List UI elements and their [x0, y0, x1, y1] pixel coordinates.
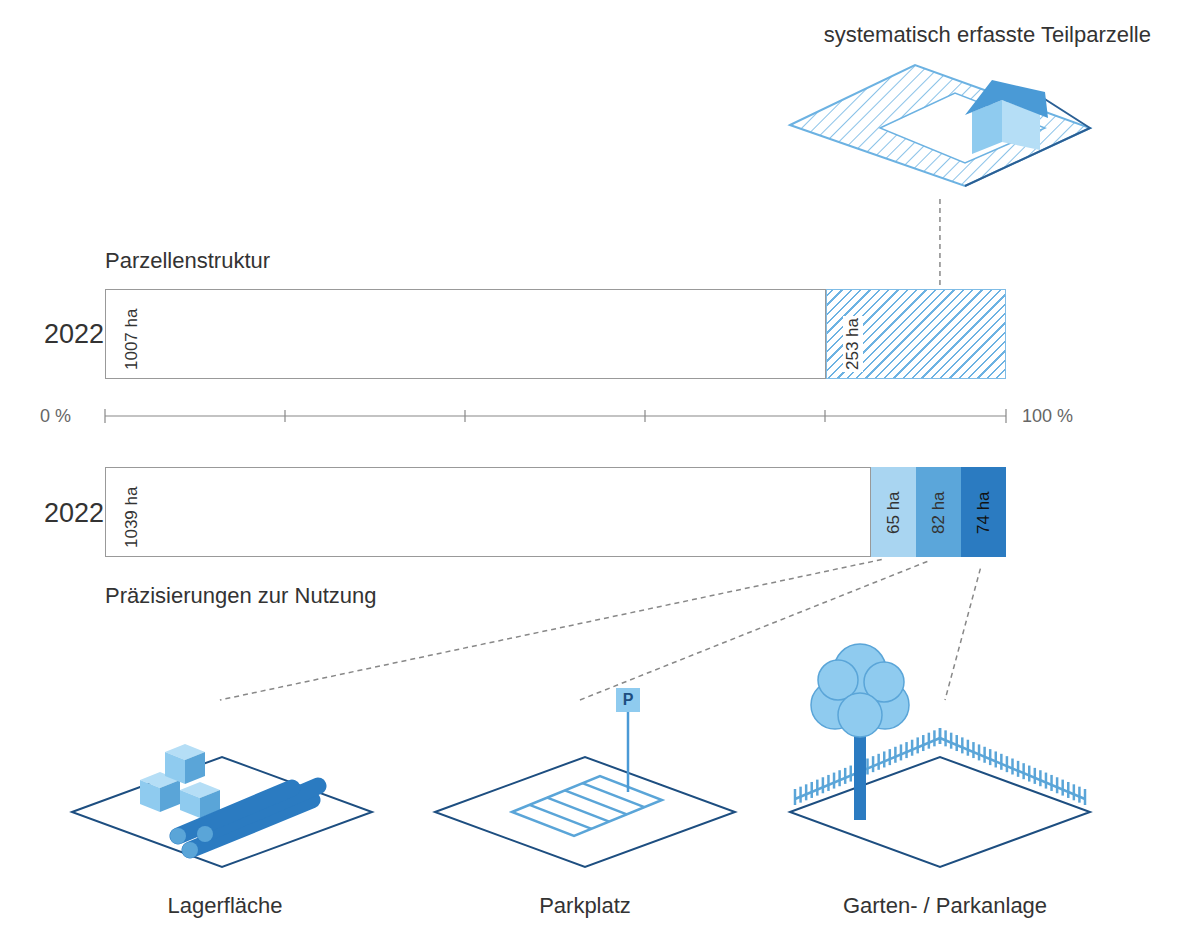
leader-line: [580, 561, 927, 700]
leader-line: [220, 559, 882, 700]
sign-letter: P: [616, 688, 640, 712]
leader-line: [939, 195, 941, 285]
axis-label: 0 %: [40, 405, 71, 428]
parking-icon: [435, 688, 735, 867]
value-label: 1007 ha: [122, 307, 142, 372]
caption-label: Parkplatz: [415, 892, 755, 920]
use-callout: Garten- / Parkanlage: [775, 700, 1115, 930]
axis-label: 100 %: [1022, 405, 1073, 428]
bar-segment: 82 ha: [916, 467, 961, 557]
caption-label: Garten- / Parkanlage: [775, 892, 1115, 920]
bar-segment: 253 ha: [826, 289, 1006, 379]
garden-icon: [790, 644, 1090, 867]
use-callout: Lagerfläche: [55, 700, 395, 930]
bar-heading: Parzellenstruktur: [105, 247, 270, 275]
bar-segment: 74 ha: [961, 467, 1006, 557]
storage-icon: [72, 744, 372, 867]
bar-segment: 65 ha: [871, 467, 916, 557]
value-label: 1039 ha: [122, 485, 142, 550]
use-callout: Parkplatz: [415, 700, 755, 930]
caption-label: systematisch erfasste Teilparzelle: [824, 21, 1151, 49]
bar-segment: 1007 ha: [105, 289, 826, 379]
parcel-callout: systematisch erfasste Teilparzelle: [735, 15, 1155, 195]
year-label: 2022: [44, 317, 104, 351]
parcel-icon: [790, 65, 1090, 186]
value-label: 253 ha: [843, 316, 863, 372]
value-label: 74 ha: [974, 489, 994, 536]
value-label: 65 ha: [884, 489, 904, 536]
year-label: 2022: [44, 496, 104, 530]
caption-label: Lagerfläche: [55, 892, 395, 920]
bar-segment: 1039 ha: [105, 467, 871, 557]
leader-line: [945, 569, 980, 700]
bar-heading: Präzisierungen zur Nutzung: [105, 582, 376, 610]
value-label: 82 ha: [929, 489, 949, 536]
axis: [105, 409, 1006, 423]
